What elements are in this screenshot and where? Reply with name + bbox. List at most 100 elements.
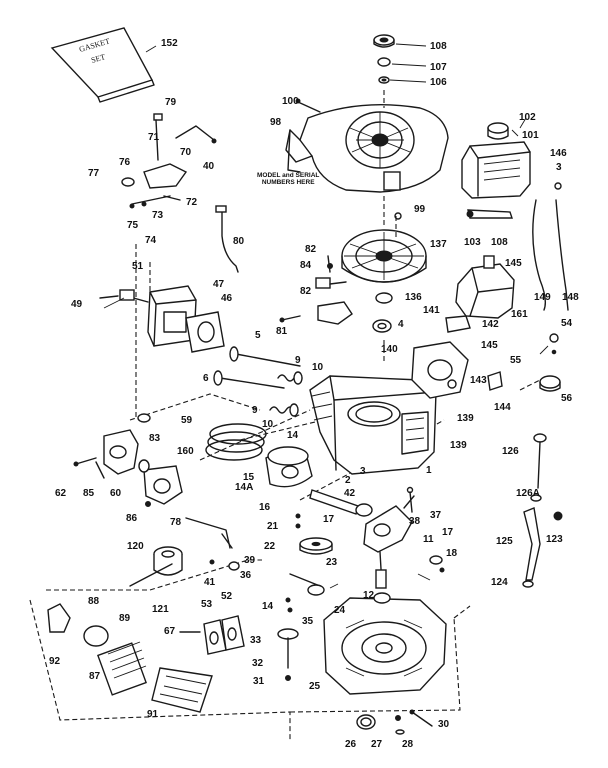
part-label-38: 38 xyxy=(409,516,421,527)
part-label-145-lower: 145 xyxy=(481,340,498,351)
valve-springs xyxy=(269,371,303,417)
part-label-77: 77 xyxy=(88,168,100,179)
oil-sump xyxy=(323,597,447,695)
part-label-75: 75 xyxy=(127,220,139,231)
cam-gear xyxy=(295,513,333,555)
part-label-120: 120 xyxy=(127,541,144,552)
part-label-78: 78 xyxy=(170,517,182,528)
part-label-73: 73 xyxy=(152,210,164,221)
part-label-25: 25 xyxy=(309,681,321,692)
part-label-126a: 126A xyxy=(516,488,540,499)
part-label-18: 18 xyxy=(446,548,458,559)
crankshaft xyxy=(363,495,415,589)
part-label-86: 86 xyxy=(126,513,138,524)
part-label-49: 49 xyxy=(71,299,83,310)
part-label-16: 16 xyxy=(259,502,271,513)
part-label-36: 36 xyxy=(240,570,252,581)
part-label-79: 79 xyxy=(165,97,177,108)
fuel-line xyxy=(221,209,239,273)
part-label-88: 88 xyxy=(88,596,100,607)
part-label-76: 76 xyxy=(119,157,131,168)
part-label-6: 6 xyxy=(203,373,209,384)
part-label-30: 30 xyxy=(438,719,450,730)
part-label-42: 42 xyxy=(344,488,356,499)
part-label-80: 80 xyxy=(233,236,245,247)
part-label-145: 145 xyxy=(505,258,522,269)
part-label-121: 121 xyxy=(152,604,169,615)
part-label-11: 11 xyxy=(423,534,434,545)
book-title-line2: SET xyxy=(90,52,106,65)
part-label-146: 146 xyxy=(550,148,567,159)
part-label-99: 99 xyxy=(414,204,426,215)
intake-assembly xyxy=(73,429,183,507)
part-label-12: 12 xyxy=(363,590,375,601)
part-label-148: 148 xyxy=(562,292,579,303)
part-label-67: 67 xyxy=(164,626,176,637)
part-label-108-bracket: 108 xyxy=(491,237,508,248)
part-label-81-top: 81 xyxy=(276,326,288,337)
part-label-39: 39 xyxy=(244,555,256,566)
part-label-70: 70 xyxy=(180,147,192,158)
connecting-rod xyxy=(309,489,373,517)
part-4 xyxy=(372,319,392,333)
part-label-14a: 14A xyxy=(235,482,254,493)
oil-pump-shaft xyxy=(277,597,299,681)
part-label-26: 26 xyxy=(345,739,357,750)
part-label-98: 98 xyxy=(270,117,282,128)
governor-linkage xyxy=(121,113,217,209)
blower-housing xyxy=(285,98,449,193)
part-label-84: 84 xyxy=(300,260,312,271)
throttle-rods xyxy=(532,182,569,311)
part-label-33: 33 xyxy=(250,635,262,646)
camshaft xyxy=(289,573,321,587)
part-label-53: 53 xyxy=(201,599,213,610)
part-label-35: 35 xyxy=(302,616,314,627)
part-label-54: 54 xyxy=(561,318,573,329)
housing-note-line2: NUMBERS HERE xyxy=(261,179,315,187)
cylinder-block xyxy=(309,375,437,475)
part-label-3: 3 xyxy=(360,466,366,477)
part-label-9-lower: 9 xyxy=(252,405,258,416)
leader-lines xyxy=(103,43,549,589)
part-label-14-lower: 14 xyxy=(262,601,274,612)
part-label-3-top: 3 xyxy=(556,162,562,173)
part-label-23: 23 xyxy=(326,557,338,568)
oil-filter-group xyxy=(47,603,213,713)
housing-note: MODEL and SERIAL NUMBERS HERE xyxy=(257,172,319,186)
part-label-137: 137 xyxy=(430,239,447,250)
part-label-144: 144 xyxy=(494,402,511,413)
part-label-4: 4 xyxy=(398,319,404,330)
part-label-152: 152 xyxy=(161,38,178,49)
part-label-161: 161 xyxy=(511,309,528,320)
part-label-83: 83 xyxy=(149,433,161,444)
part-136 xyxy=(375,292,393,304)
part-label-136: 136 xyxy=(405,292,422,303)
breather-assembly xyxy=(455,255,515,319)
ignition-parts xyxy=(279,255,353,325)
part-label-14: 14 xyxy=(287,430,299,441)
housing-note-line1: MODEL and SERIAL xyxy=(257,172,320,179)
part-label-28: 28 xyxy=(402,739,414,750)
part-label-106: 106 xyxy=(430,77,447,88)
dipstick-tube xyxy=(522,433,563,588)
part-12 xyxy=(373,592,391,604)
part-label-5: 5 xyxy=(255,330,261,341)
part-label-103: 103 xyxy=(464,237,481,248)
part-label-47: 47 xyxy=(213,279,225,290)
screw-121 xyxy=(129,563,173,587)
part-label-17: 17 xyxy=(323,514,335,525)
part-label-126: 126 xyxy=(502,446,519,457)
part-label-108: 108 xyxy=(430,41,447,52)
gasket-set-book: GASKET SET xyxy=(50,27,155,103)
part-label-59: 59 xyxy=(181,415,193,426)
piston-and-rings xyxy=(205,423,313,488)
governor-housing xyxy=(411,341,503,399)
part-label-31: 31 xyxy=(253,676,265,687)
part-label-17-right: 17 xyxy=(442,527,454,538)
part-label-10-lower: 10 xyxy=(262,419,274,430)
part-label-143: 143 xyxy=(470,375,487,386)
part-label-37: 37 xyxy=(430,510,442,521)
part-label-55: 55 xyxy=(510,355,522,366)
bottom-fasteners xyxy=(356,709,433,735)
